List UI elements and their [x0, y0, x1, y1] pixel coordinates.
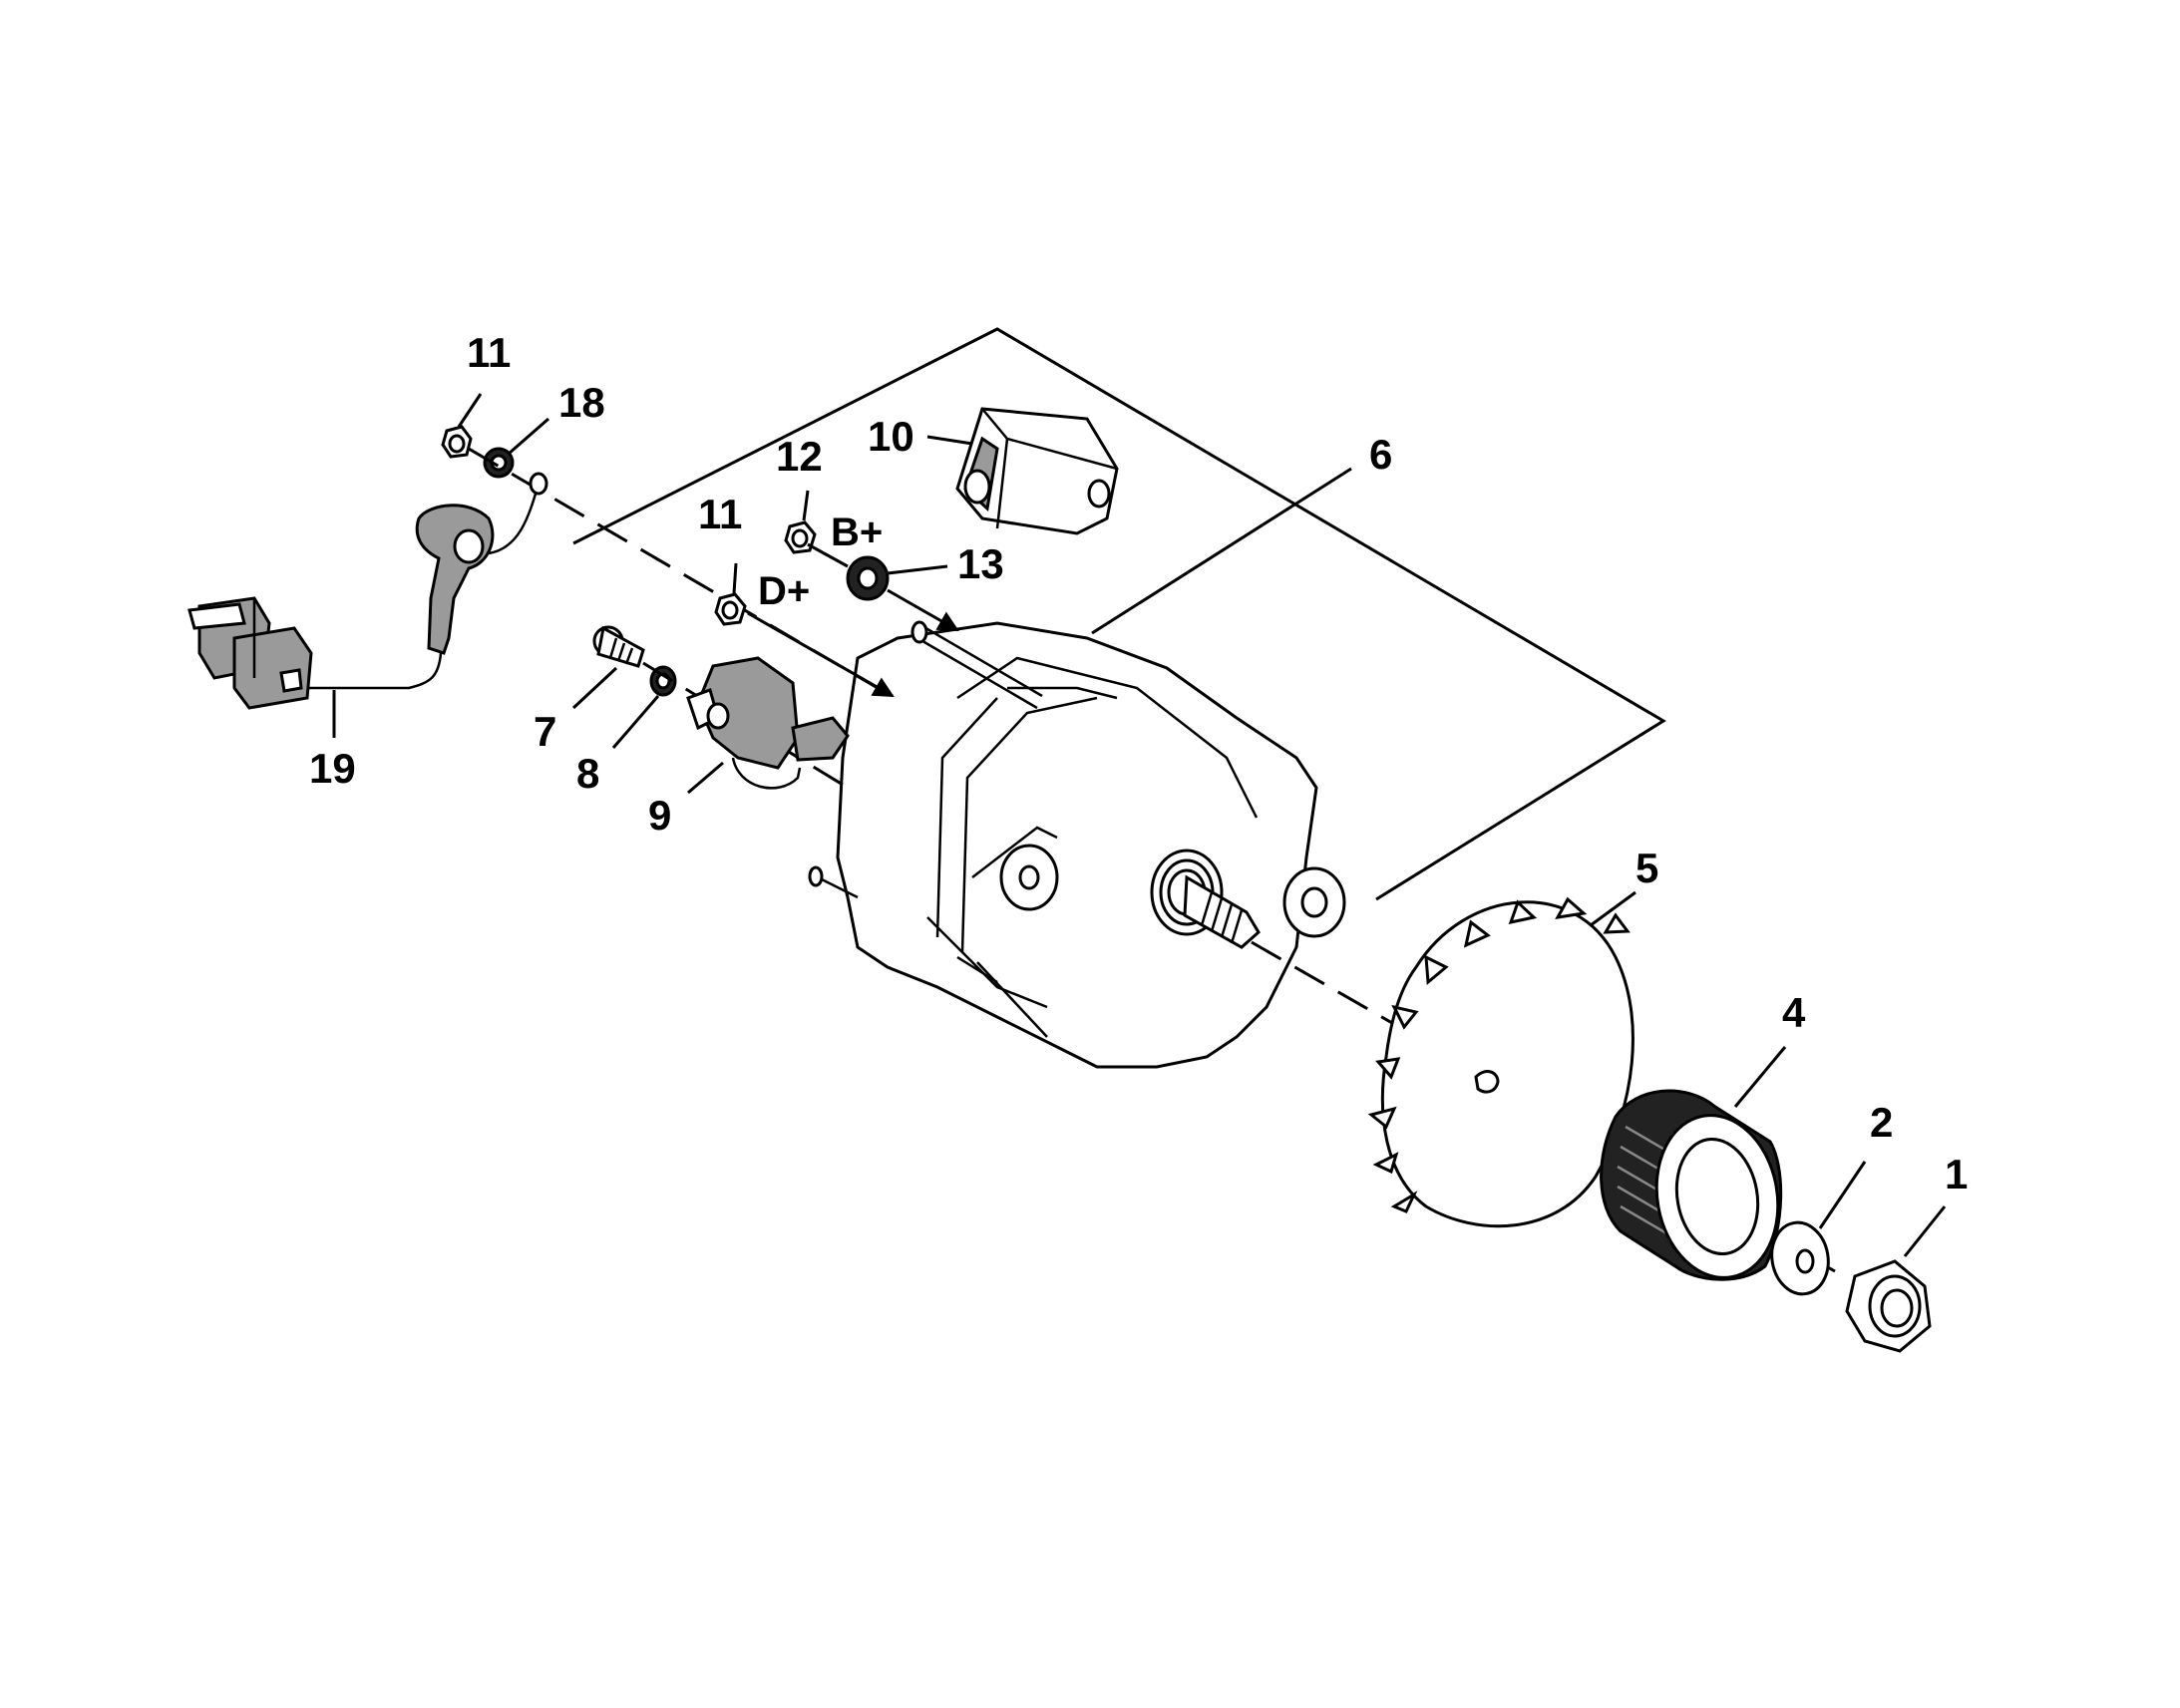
leader-7 [571, 666, 618, 710]
washer-13 [846, 555, 890, 601]
leader-12 [802, 490, 810, 521]
arrow-b-plus [887, 588, 959, 632]
leader-11-upper [457, 393, 483, 428]
screw-7 [592, 625, 645, 668]
assembly-bracket-line [572, 327, 1666, 901]
voltage-regulator [955, 407, 1119, 535]
cooling-fan [1367, 896, 1635, 1228]
callout-19: 19 [309, 745, 356, 792]
callout-6: 6 [1369, 431, 1392, 478]
leader-11-d-plus [732, 562, 738, 594]
leader-1 [1903, 1205, 1947, 1257]
leader-9 [687, 761, 724, 795]
wiring-harness [187, 472, 548, 710]
nut-1 [1845, 1259, 1932, 1353]
assembly-line-b-plus [807, 542, 849, 568]
callout-11-upper: 11 [467, 329, 511, 376]
callout-12: 12 [776, 433, 823, 480]
callout-4: 4 [1782, 989, 1806, 1036]
alternator-body [808, 620, 1346, 1069]
callout-18: 18 [558, 379, 605, 426]
leader-4 [1733, 1046, 1787, 1108]
callout-7: 7 [534, 708, 556, 755]
leader-18 [508, 417, 549, 456]
leader-5 [1590, 890, 1636, 927]
callout-1: 1 [1945, 1151, 1968, 1197]
callout-13: 13 [957, 540, 1004, 587]
nut-12 [784, 520, 817, 554]
callout-2: 2 [1870, 1099, 1893, 1146]
washer-2 [1770, 1220, 1830, 1296]
washer-8 [649, 665, 677, 697]
nut-11-upper [441, 425, 473, 459]
callout-5: 5 [1635, 845, 1658, 891]
callout-9: 9 [648, 792, 671, 839]
leader-2 [1818, 1161, 1867, 1229]
leader-10 [926, 435, 973, 446]
callout-8: 8 [576, 750, 599, 797]
leader-8 [611, 695, 660, 749]
leader-13 [887, 564, 948, 575]
leader-6 [1091, 467, 1352, 635]
terminal-d-plus-label: D+ [758, 569, 810, 613]
pulley [1600, 1089, 1783, 1281]
brush-holder [686, 656, 850, 790]
arrow-d-plus [747, 611, 895, 698]
nut-11-d-plus [714, 592, 747, 626]
callout-11-d-plus: 11 [698, 491, 742, 537]
terminal-b-plus-label: B+ [831, 511, 883, 554]
callout-10: 10 [868, 413, 914, 460]
